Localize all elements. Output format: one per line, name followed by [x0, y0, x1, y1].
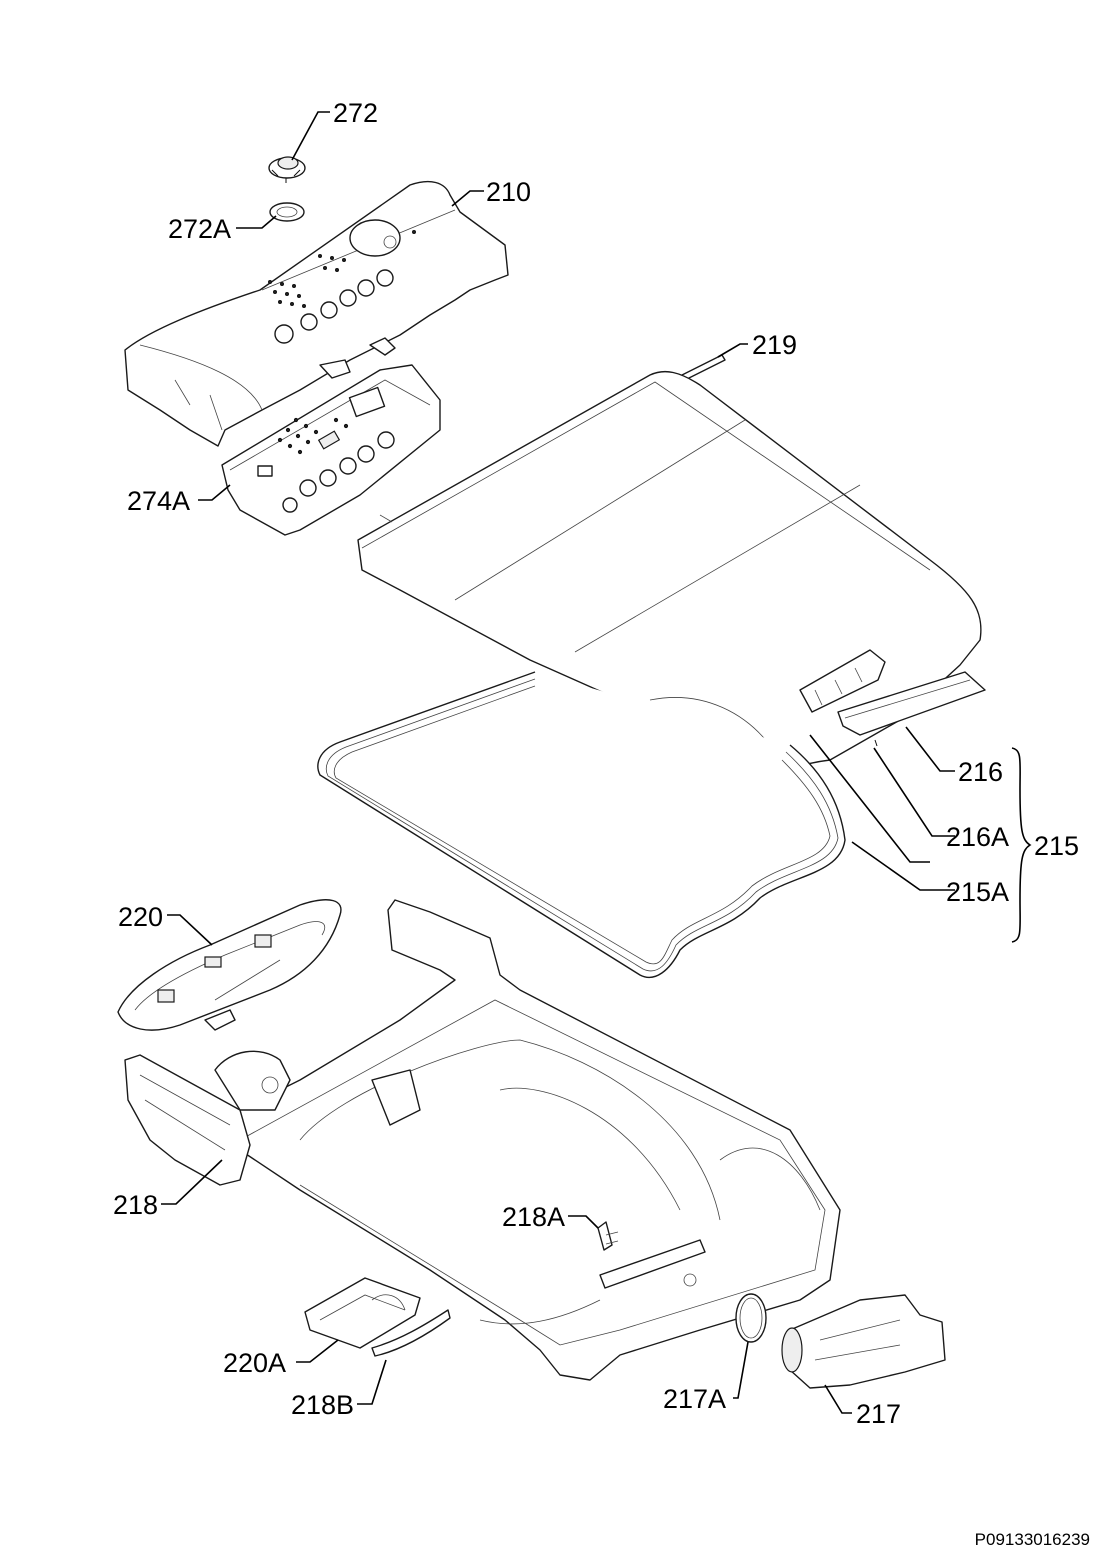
part-217a-ring — [735, 1293, 767, 1343]
callout-210: 210 — [486, 177, 531, 207]
part-216-handle — [837, 671, 986, 736]
part-210-control-panel — [124, 180, 509, 447]
part-217-inlet — [781, 1294, 946, 1389]
part-218a-clip — [597, 1221, 619, 1251]
part-218b-strip — [371, 1309, 451, 1357]
callout-220: 220 — [118, 902, 163, 932]
callout-217: 217 — [856, 1399, 901, 1429]
callout-216a: 216A — [946, 822, 1009, 852]
part-218-top-frame — [124, 899, 841, 1381]
callout-272a: 272A — [168, 214, 231, 244]
callout-216: 216 — [958, 757, 1003, 787]
callout-215: 215 — [1034, 831, 1079, 861]
callout-218b: 218B — [291, 1390, 354, 1420]
callout-218: 218 — [113, 1190, 158, 1220]
callout-215a: 215A — [946, 877, 1009, 907]
part-220a-flap — [304, 1277, 421, 1349]
part-gasket — [317, 671, 846, 978]
drawing-number: P09133016239 — [974, 1530, 1090, 1549]
callout-218a: 218A — [502, 1202, 565, 1232]
callout-220a: 220A — [223, 1348, 286, 1378]
part-220-dispenser — [117, 899, 342, 1031]
callout-219: 219 — [752, 330, 797, 360]
part-272a-ring — [269, 202, 305, 222]
callout-labels: 272 272A 210 219 274A 216 216A 215 215A … — [113, 98, 1079, 1429]
callout-274a: 274A — [127, 486, 190, 516]
callout-272: 272 — [333, 98, 378, 128]
part-274a-board — [221, 364, 441, 536]
leader-lines — [161, 111, 1032, 1414]
part-216a-screw — [874, 739, 878, 747]
part-272-knob — [268, 156, 306, 183]
callout-217a: 217A — [663, 1384, 726, 1414]
